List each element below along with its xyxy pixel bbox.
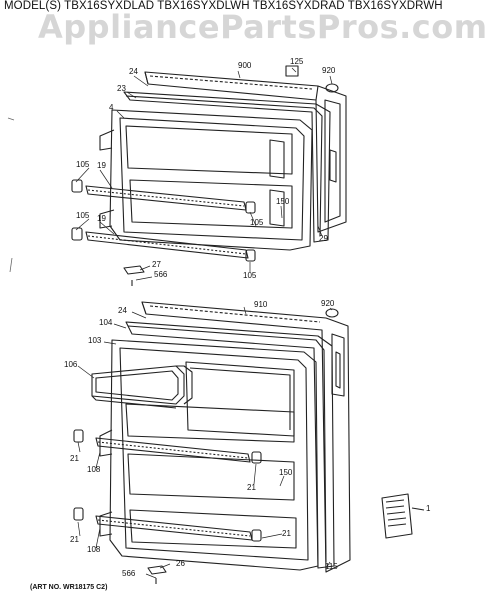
callout-26: 26 <box>176 559 185 568</box>
callout-23: 23 <box>117 84 126 93</box>
callout-150-bot: 150 <box>279 468 293 477</box>
callout-900: 900 <box>238 61 252 70</box>
callout-125: 125 <box>290 57 304 66</box>
fresh-food-shelf-bar-upper <box>95 437 251 463</box>
callout-920-bot: 920 <box>321 299 335 308</box>
fresh-food-door-liner <box>99 339 319 571</box>
callout-566-top: 566 <box>154 270 168 279</box>
callout-108-b: 108 <box>87 545 101 554</box>
callout-21-d: 21 <box>282 529 291 538</box>
fresh-food-door-gasket <box>125 321 335 569</box>
callout-21-a: 21 <box>70 454 79 463</box>
callout-104: 104 <box>99 318 113 327</box>
callout-27: 27 <box>152 260 161 269</box>
shelf-end-caps-upper <box>71 179 256 262</box>
callout-105-c: 105 <box>250 218 264 227</box>
freezer-hinge-cap <box>285 65 339 318</box>
callout-105-d: 105 <box>243 271 257 280</box>
dairy-compartment-door <box>91 365 193 409</box>
art-number: (ART NO. WR18175 C2) <box>30 584 108 591</box>
callout-115: 115 <box>325 562 338 571</box>
mini-manual-part <box>381 493 425 539</box>
fresh-food-shelf-bar-lower <box>95 515 253 541</box>
callout-24-bot: 24 <box>118 306 127 315</box>
freezer-shelf-bar-lower <box>85 231 249 259</box>
site-watermark: AppliancePartsPros.com <box>38 8 488 46</box>
callout-103: 103 <box>88 336 102 345</box>
callout-108-a: 108 <box>87 465 101 474</box>
callout-106: 106 <box>64 360 78 369</box>
callout-105-a: 105 <box>76 160 90 169</box>
callout-920-top: 920 <box>322 66 336 75</box>
freezer-door-liner <box>99 109 313 251</box>
callout-24-top: 24 <box>129 67 138 76</box>
leader-lines-lower <box>77 306 333 579</box>
screw-clip-lower <box>147 565 167 584</box>
callout-150-top: 150 <box>276 197 290 206</box>
callout-29: 29 <box>319 234 328 243</box>
shelf-end-caps-lower <box>73 429 262 542</box>
callout-19-a: 19 <box>97 161 106 170</box>
freezer-door-gasket <box>123 91 331 243</box>
model-list-header: MODEL(S) TBX16SYXDLAD TBX16SYXDLWH TBX16… <box>4 0 443 12</box>
callout-21-c: 21 <box>70 535 79 544</box>
callout-566-bot: 566 <box>122 569 136 578</box>
callout-4: 4 <box>109 103 114 112</box>
scan-artifacts <box>7 117 15 273</box>
leader-lines-upper <box>75 67 333 281</box>
fresh-food-door-outer-panel <box>141 301 351 573</box>
callout-19-b: 19 <box>97 214 106 223</box>
screw-clip-upper <box>123 265 145 286</box>
callout-1: 1 <box>426 504 431 513</box>
callout-105-b: 105 <box>76 211 90 220</box>
freezer-door-outer-panel <box>144 71 347 233</box>
callout-910: 910 <box>254 300 268 309</box>
callout-21-b: 21 <box>247 483 256 492</box>
